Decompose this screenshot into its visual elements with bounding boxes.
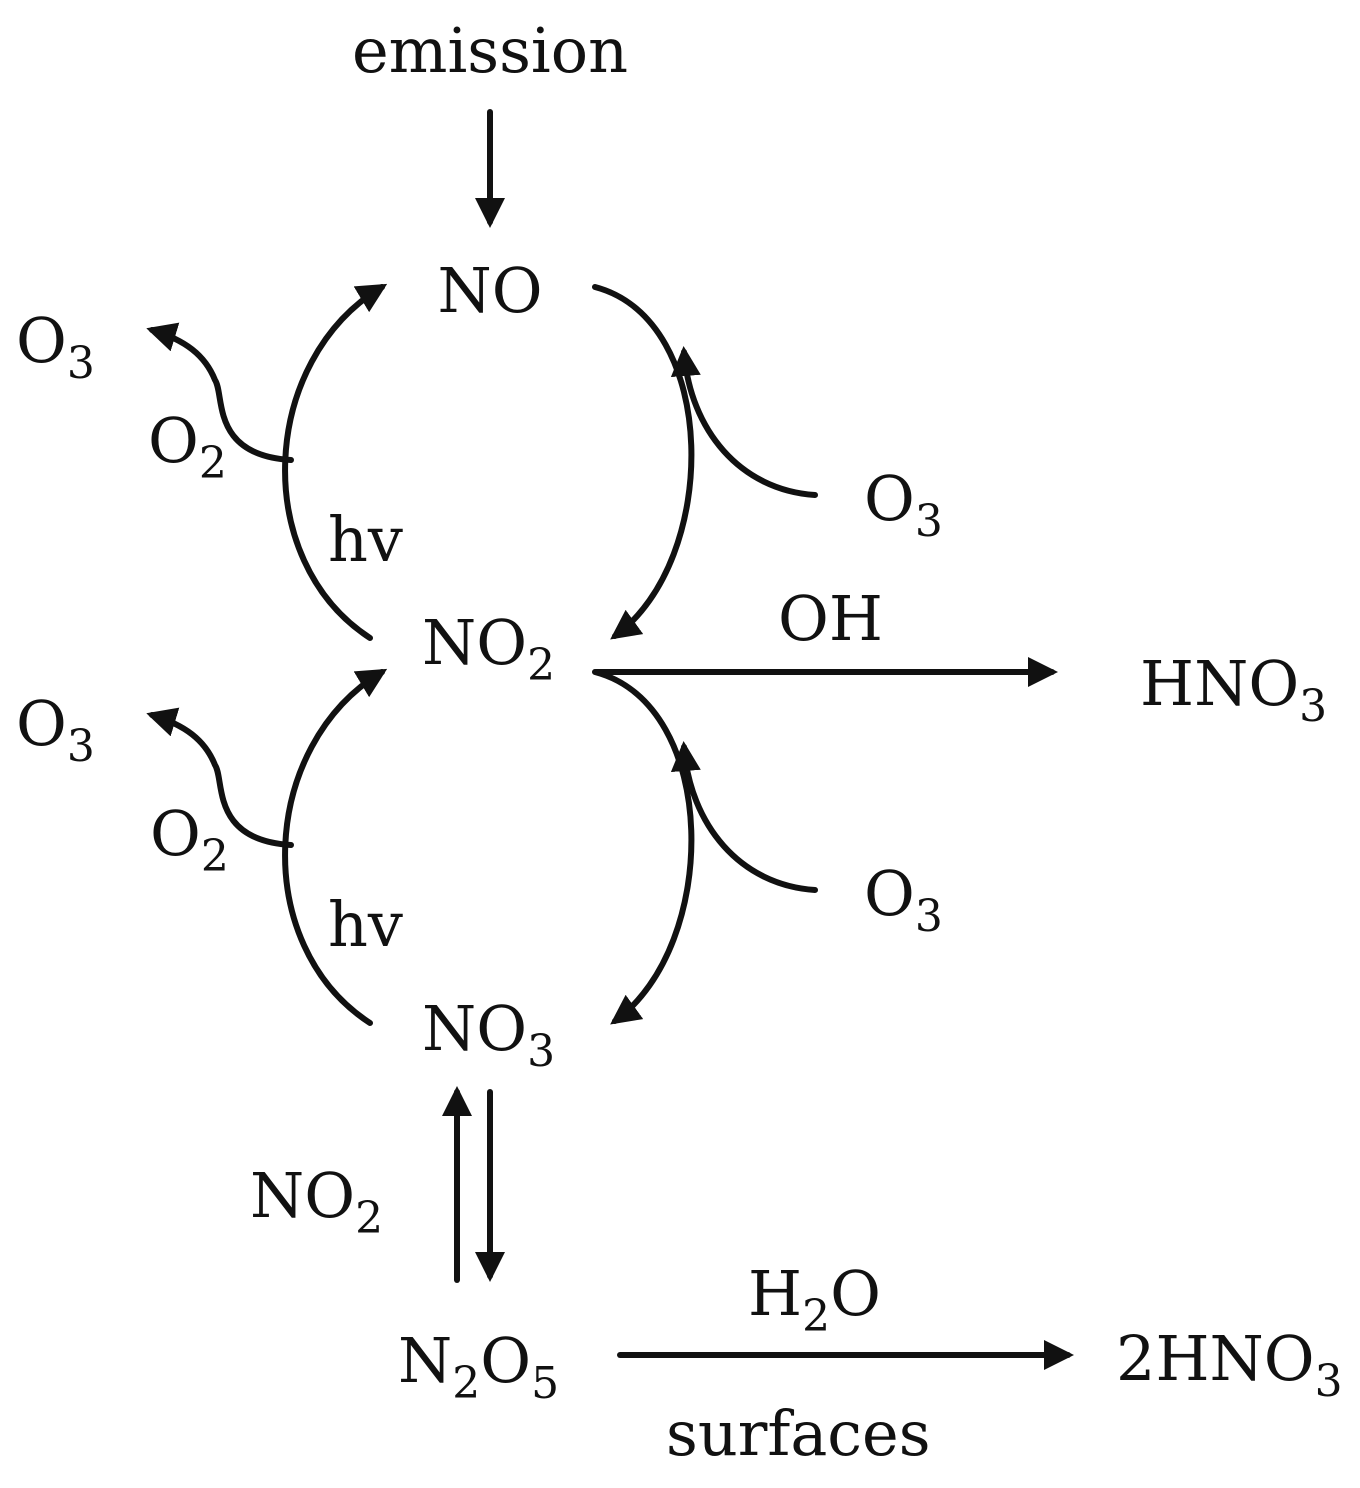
- photolysis-arc-upper: [282, 283, 388, 641]
- oh-label: OH: [778, 582, 883, 655]
- o3-in-arrow-upper: [670, 346, 818, 498]
- photolysis-arc-lower: [282, 668, 388, 1026]
- hv-upper-label: hv: [328, 503, 403, 576]
- no-label: NO: [437, 254, 542, 327]
- hv-lower-label: hv: [328, 888, 403, 961]
- hno3-label: HNO3: [1140, 647, 1327, 732]
- h2o-label: H2O: [748, 1257, 881, 1342]
- arrows: [146, 109, 1074, 1370]
- n2o5-label: N2O5: [398, 1324, 559, 1409]
- surfaces-label: surfaces: [666, 1397, 931, 1470]
- labels: emission NO NO2 NO3 N2O5 HNO3 2HNO3 O3 O…: [16, 14, 1343, 1470]
- o3-lower-right-label: O3: [864, 857, 943, 942]
- o2-to-o3-arrow-upper: [146, 322, 294, 463]
- o2-upper-left-label: O2: [148, 404, 227, 489]
- no2-side-label: NO2: [250, 1159, 383, 1244]
- no3-label: NO3: [422, 992, 555, 1077]
- o2-to-o3-arrow-lower: [146, 707, 294, 848]
- oxidation-arc-upper: [592, 284, 695, 640]
- oxidation-arc-lower: [592, 669, 695, 1025]
- o2-lower-left-label: O2: [150, 797, 229, 882]
- o3-upper-left-label: O3: [16, 304, 95, 389]
- no2-label: NO2: [422, 606, 555, 691]
- o3-upper-right-label: O3: [864, 462, 943, 547]
- o3-in-arrow-lower: [670, 741, 818, 893]
- o3-lower-left-label: O3: [16, 687, 95, 772]
- emission-label: emission: [352, 14, 628, 87]
- 2hno3-label: 2HNO3: [1116, 1322, 1343, 1407]
